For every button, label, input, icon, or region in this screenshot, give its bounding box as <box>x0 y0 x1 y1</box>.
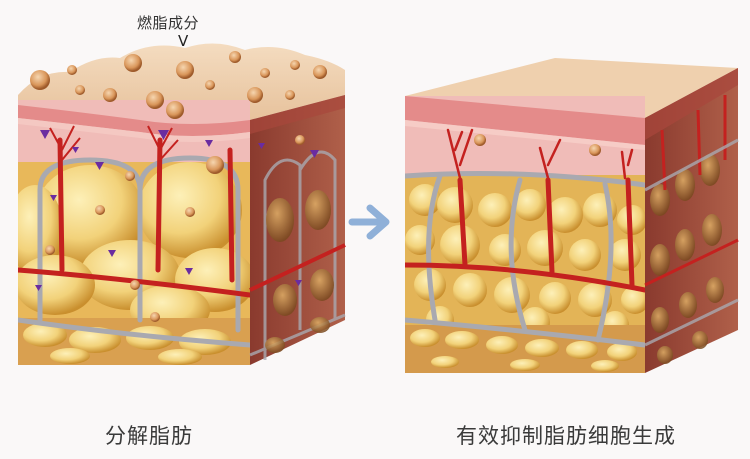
purple-marker-icons <box>35 130 319 291</box>
fat-burning-ingredient-label: 燃脂成分 <box>137 14 200 32</box>
pointer-caret-icon: V <box>178 32 190 50</box>
after-caption: 有效抑制脂肪细胞生成 <box>456 424 676 448</box>
after-cube <box>405 58 739 373</box>
right-arrow-icon <box>348 204 390 240</box>
before-caption: 分解脂肪 <box>105 424 193 448</box>
before-cube <box>18 43 346 365</box>
ingredient-particles <box>30 51 327 322</box>
